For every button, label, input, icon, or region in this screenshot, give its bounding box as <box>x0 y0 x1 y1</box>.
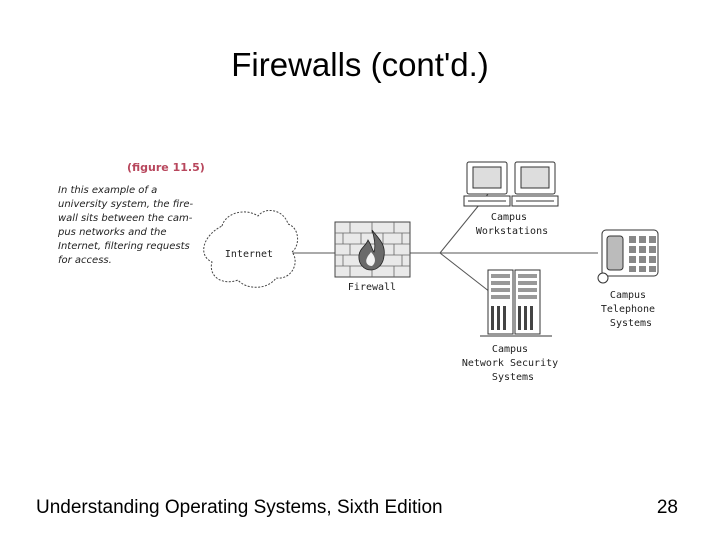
footer-book-title: Understanding Operating Systems, Sixth E… <box>36 497 443 518</box>
page-number: 28 <box>656 497 678 518</box>
security-servers-icon <box>480 269 552 337</box>
telephone-icon <box>597 229 659 284</box>
caption-line: In this example of a <box>58 185 158 196</box>
caption-line: university system, the fire- <box>58 199 194 210</box>
caption-line: Internet, filtering requests <box>58 241 190 252</box>
link-security <box>439 252 491 293</box>
firewall-icon <box>334 221 411 278</box>
telephone-label: Campus Telephone Systems <box>601 290 661 329</box>
caption-line: for access. <box>58 255 112 266</box>
internet-label: Internet <box>225 249 273 260</box>
workstations-label: Campus Workstations <box>476 212 548 237</box>
firewall-label: Firewall <box>348 282 396 293</box>
figure-caption: In this example of a university system, … <box>58 184 194 268</box>
slide-title: Firewalls (cont'd.) <box>231 46 489 83</box>
caption-line: pus networks and the <box>58 227 167 238</box>
security-label: Campus Network Security Systems <box>462 344 564 383</box>
internet-cloud-icon <box>203 209 298 288</box>
workstations-icon <box>463 161 559 207</box>
caption-line: wall sits between the cam- <box>58 213 193 224</box>
figure-tag: (figure 11.5) <box>127 161 205 174</box>
